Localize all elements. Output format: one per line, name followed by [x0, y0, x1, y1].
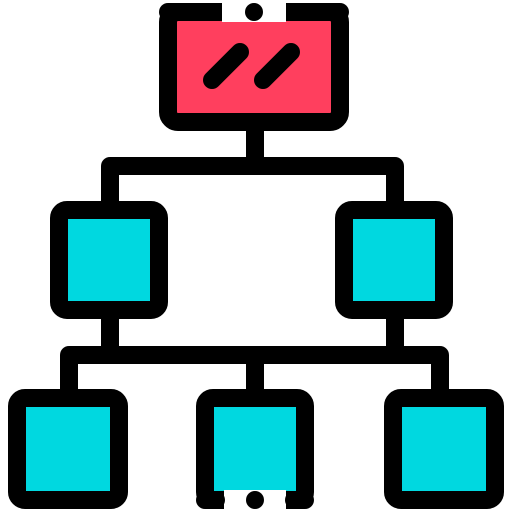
- root-node-box: [159, 3, 349, 131]
- right-child-node: [335, 201, 453, 319]
- connector-root-to-level2: [101, 119, 404, 214]
- root-node: [159, 2, 349, 131]
- connector-level2-to-level3: [60, 309, 449, 399]
- bottom-center-node-bottom-dot: [246, 491, 264, 509]
- root-node-slash-left: [203, 43, 249, 89]
- bottom-right-node: [384, 389, 504, 509]
- connector-lines: [60, 119, 449, 399]
- bottom-center-node-box: [196, 389, 314, 509]
- bottom-center-node: [196, 389, 314, 510]
- root-node-top-dot: [245, 3, 263, 21]
- bottom-left-node: [8, 389, 128, 509]
- left-child-node: [50, 201, 168, 319]
- root-node-slash-right: [254, 43, 300, 89]
